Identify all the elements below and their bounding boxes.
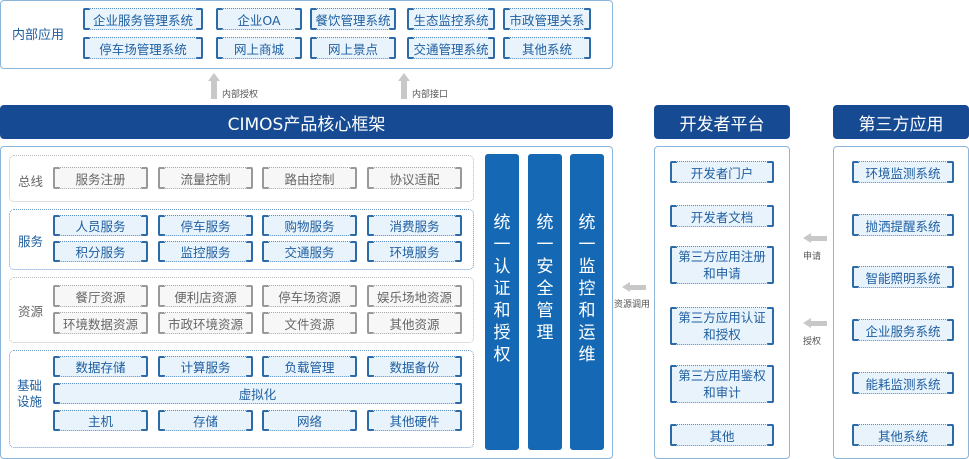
internal-app-item[interactable]: 交通管理系统 <box>407 37 495 59</box>
infrastructure-item[interactable]: 其他硬件 <box>367 410 462 431</box>
internal-auth-caption: 内部授权 <box>222 90 259 100</box>
infrastructure-item[interactable]: 存储 <box>158 410 253 431</box>
developer-platform-panel <box>654 146 790 459</box>
pillar-unified-auth[interactable]: 统一认证和授权 <box>485 154 519 450</box>
arrow-up-icon <box>208 73 220 99</box>
service-item[interactable]: 购物服务 <box>262 215 357 236</box>
infrastructure-item[interactable]: 负载管理 <box>262 356 357 377</box>
infrastructure-layer-label: 基础设施 <box>17 378 43 409</box>
developer-item[interactable]: 其他 <box>670 424 774 446</box>
resource-item[interactable]: 市政环境资源 <box>158 312 253 334</box>
internal-apps-label: 内部应用 <box>12 28 65 43</box>
virtualization-item[interactable]: 虚拟化 <box>53 383 462 404</box>
internal-app-item[interactable]: 其他系统 <box>503 37 591 59</box>
internal-app-item[interactable]: 餐饮管理系统 <box>310 8 396 30</box>
infrastructure-item[interactable]: 数据存储 <box>53 356 148 377</box>
bus-item[interactable]: 协议适配 <box>367 167 462 189</box>
service-item[interactable]: 环境服务 <box>367 241 462 262</box>
internal-app-item[interactable]: 企业服务管理系统 <box>83 8 203 30</box>
internal-app-item[interactable]: 企业OA <box>216 8 302 30</box>
resource-item[interactable]: 环境数据资源 <box>53 312 148 334</box>
internal-app-item[interactable]: 市政管理关系 <box>503 8 591 30</box>
infrastructure-layer <box>9 350 474 448</box>
service-layer-label: 服务 <box>18 234 44 249</box>
third-party-title: 第三方应用 <box>833 105 969 139</box>
third-party-item[interactable]: 智能照明系统 <box>852 266 954 288</box>
infrastructure-item[interactable]: 网络 <box>262 410 357 431</box>
arrow-left-icon <box>803 233 827 243</box>
arrow-up-icon <box>398 73 410 99</box>
bus-layer <box>9 155 474 202</box>
service-layer <box>9 209 474 270</box>
developer-item[interactable]: 开发者文档 <box>670 205 774 227</box>
service-item[interactable]: 监控服务 <box>158 241 253 262</box>
internal-app-item[interactable]: 网上商城 <box>216 37 302 59</box>
developer-item[interactable]: 第三方应用鉴权和审计 <box>670 365 774 403</box>
service-item[interactable]: 停车服务 <box>158 215 253 236</box>
third-party-item[interactable]: 其他系统 <box>852 424 954 446</box>
resource-item[interactable]: 停车场资源 <box>262 285 357 307</box>
apply-caption: 申请 <box>803 252 822 262</box>
third-party-item[interactable]: 能耗监测系统 <box>852 372 954 394</box>
resource-item[interactable]: 其他资源 <box>367 312 462 334</box>
developer-item[interactable]: 第三方应用注册和申请 <box>670 246 774 284</box>
bus-item[interactable]: 路由控制 <box>262 167 357 189</box>
bus-item[interactable]: 流量控制 <box>158 167 253 189</box>
pillar-label: 统一认证和授权 <box>493 213 511 365</box>
infrastructure-item[interactable]: 计算服务 <box>158 356 253 377</box>
infrastructure-item[interactable]: 数据备份 <box>367 356 462 377</box>
developer-platform-title: 开发者平台 <box>654 105 790 139</box>
resource-layer-label: 资源 <box>18 304 44 319</box>
pillar-unified-security[interactable]: 统一安全管理 <box>528 154 562 450</box>
pillar-unified-monitoring[interactable]: 统一监控和运维 <box>570 154 604 450</box>
resource-item[interactable]: 文件资源 <box>262 312 357 334</box>
internal-app-item[interactable]: 网上景点 <box>310 37 396 59</box>
internal-app-item[interactable]: 生态监控系统 <box>407 8 495 30</box>
authorize-caption: 授权 <box>803 337 822 347</box>
third-party-item[interactable]: 企业服务系统 <box>852 319 954 341</box>
arrow-left-icon <box>622 282 646 292</box>
service-item[interactable]: 人员服务 <box>53 215 148 236</box>
service-item[interactable]: 交通服务 <box>262 241 357 262</box>
pillar-label: 统一监控和运维 <box>578 213 596 365</box>
internal-interface-caption: 内部接口 <box>412 90 449 100</box>
third-party-panel <box>833 146 969 459</box>
resource-item[interactable]: 娱乐场地资源 <box>367 285 462 307</box>
resource-call-caption: 资源调用 <box>614 300 651 310</box>
resource-item[interactable]: 便利店资源 <box>158 285 253 307</box>
arrow-left-icon <box>803 318 827 328</box>
developer-item[interactable]: 开发者门户 <box>670 161 774 183</box>
service-item[interactable]: 消费服务 <box>367 215 462 236</box>
pillar-label: 统一安全管理 <box>536 213 554 343</box>
bus-layer-label: 总线 <box>18 174 44 189</box>
resource-item[interactable]: 餐厅资源 <box>53 285 148 307</box>
internal-app-item[interactable]: 停车场管理系统 <box>83 37 203 59</box>
infrastructure-item[interactable]: 主机 <box>53 410 148 431</box>
service-item[interactable]: 积分服务 <box>53 241 148 262</box>
third-party-item[interactable]: 环境监测系统 <box>852 161 954 183</box>
bus-item[interactable]: 服务注册 <box>53 167 148 189</box>
developer-item[interactable]: 第三方应用认证和授权 <box>670 307 774 345</box>
resource-layer <box>9 277 474 343</box>
core-framework-title: CIMOS产品核心框架 <box>0 105 613 139</box>
third-party-item[interactable]: 抛洒提醒系统 <box>852 214 954 236</box>
